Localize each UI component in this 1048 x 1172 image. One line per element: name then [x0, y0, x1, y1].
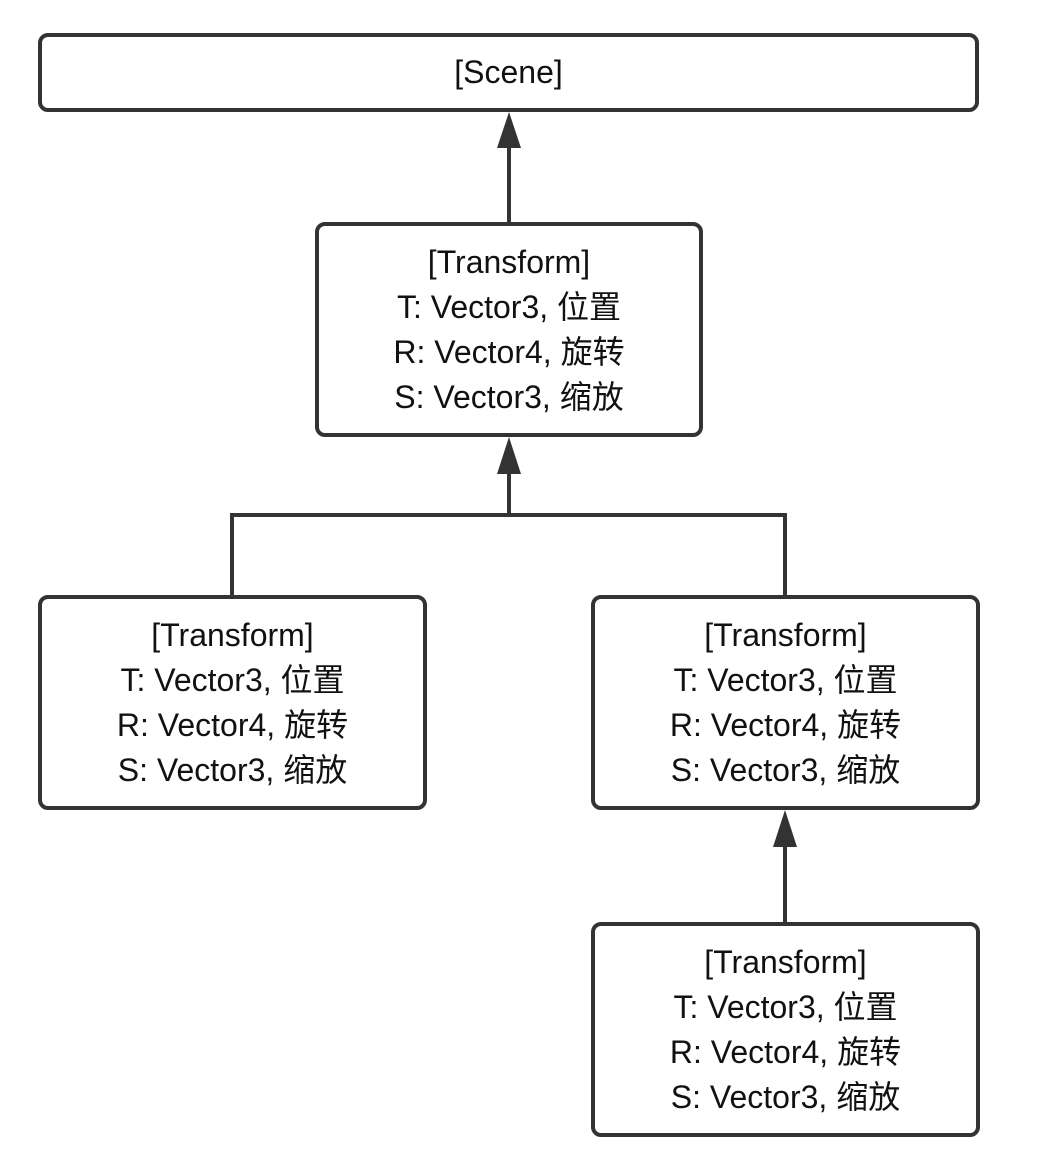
arrowhead-right	[773, 810, 797, 847]
transform-scale: S: Vector3, 缩放	[117, 751, 348, 788]
transform-title: [Transform]	[427, 243, 591, 280]
scene-node: [Scene]	[38, 33, 979, 112]
transform-rotation: R: Vector4, 旋转	[669, 706, 902, 743]
transform-node-right: [Transform] T: Vector3, 位置 R: Vector4, 旋…	[591, 595, 980, 810]
transform-rotation: R: Vector4, 旋转	[116, 706, 349, 743]
transform-title: [Transform]	[151, 616, 314, 653]
transform-scale: S: Vector3, 缩放	[670, 751, 901, 788]
arrowhead-root	[497, 437, 521, 474]
edge-children-to-root	[230, 513, 787, 595]
transform-translation: T: Vector3, 位置	[120, 661, 345, 698]
scene-label: [Scene]	[454, 54, 563, 90]
transform-title: [Transform]	[704, 943, 867, 980]
transform-scale: S: Vector3, 缩放	[394, 378, 624, 415]
transform-node-root: [Transform] T: Vector3, 位置 R: Vector4, 旋…	[315, 222, 703, 437]
transform-rotation: R: Vector4, 旋转	[669, 1033, 902, 1070]
transform-rotation: R: Vector4, 旋转	[393, 333, 625, 370]
transform-scale: S: Vector3, 缩放	[670, 1078, 901, 1115]
transform-title: [Transform]	[704, 616, 867, 653]
transform-node-left: [Transform] T: Vector3, 位置 R: Vector4, 旋…	[38, 595, 427, 810]
arrowhead-scene	[497, 112, 521, 148]
transform-translation: T: Vector3, 位置	[673, 661, 898, 698]
transform-translation: T: Vector3, 位置	[396, 288, 622, 325]
transform-node-bottom: [Transform] T: Vector3, 位置 R: Vector4, 旋…	[591, 922, 980, 1137]
transform-translation: T: Vector3, 位置	[673, 988, 898, 1025]
